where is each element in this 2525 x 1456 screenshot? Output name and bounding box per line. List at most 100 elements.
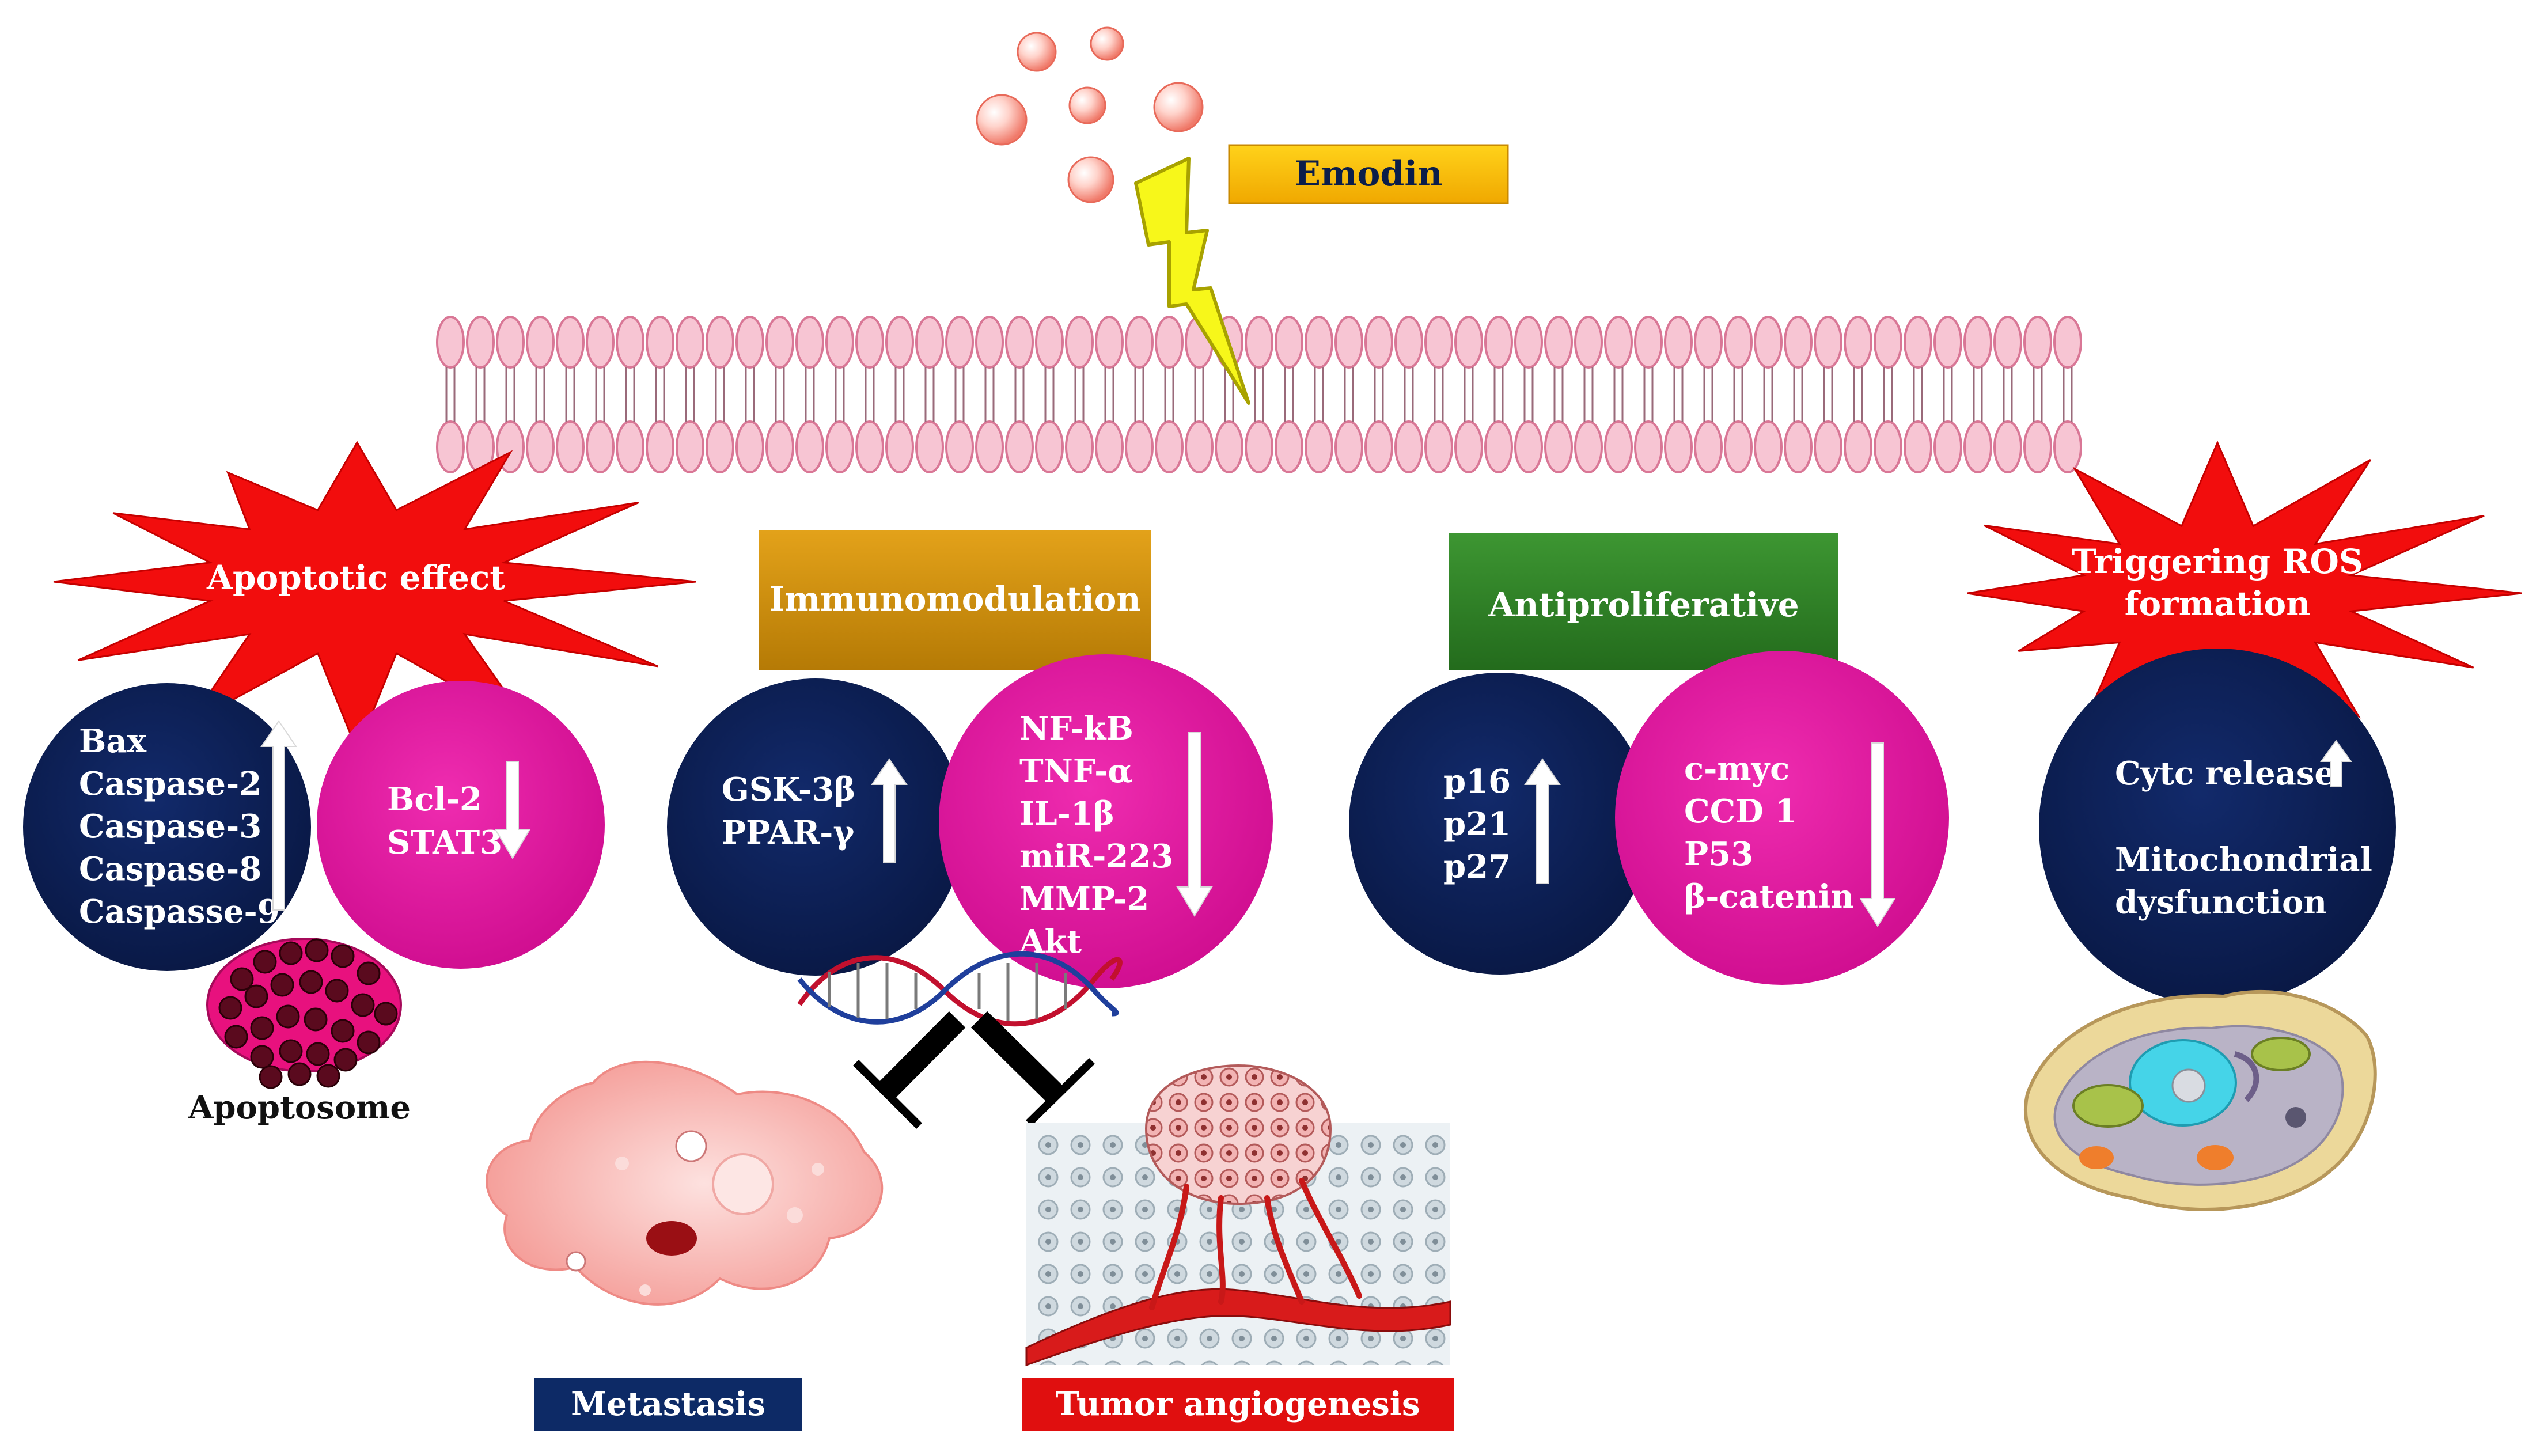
ros-label-line1: Triggering ROS bbox=[2072, 542, 2363, 581]
inhibition-arrows bbox=[853, 1011, 1095, 1129]
immuno-down-item: TNF-α bbox=[1019, 752, 1132, 790]
lipid-head bbox=[1694, 420, 1723, 473]
lipid-head bbox=[1454, 316, 1483, 369]
lipid-head bbox=[915, 316, 944, 369]
apoptotic-up-item: Caspase-3 bbox=[79, 807, 261, 845]
apoptotic-up-list: Bax Caspase-2 Caspase-3 Caspase-8 Caspas… bbox=[79, 722, 280, 931]
lipid-head bbox=[1484, 420, 1513, 473]
lipid-head bbox=[1963, 316, 1992, 369]
lipid-head bbox=[975, 316, 1004, 369]
antiprolif-upregulated-circle bbox=[1349, 673, 1651, 975]
immunomodulation-box bbox=[759, 530, 1151, 670]
apoptosome-particle bbox=[259, 1065, 283, 1089]
lightning-bolt-icon bbox=[1134, 157, 1250, 405]
lipid-head bbox=[825, 420, 854, 473]
lipid-head bbox=[1993, 316, 2022, 369]
lipid-head bbox=[1634, 420, 1663, 473]
lipid-head bbox=[735, 420, 764, 473]
apoptosome-particle bbox=[299, 970, 323, 994]
lipid-head bbox=[1245, 316, 1273, 369]
lipid-head bbox=[1604, 420, 1633, 473]
lipid-head bbox=[1095, 316, 1124, 369]
lipid-head bbox=[945, 420, 974, 473]
emodin-label: Emodin bbox=[1294, 154, 1443, 194]
lipid-head bbox=[616, 316, 644, 369]
apoptotic-down-item: Bcl-2 bbox=[387, 780, 482, 818]
apoptosome-particle bbox=[306, 1042, 330, 1066]
lipid-head bbox=[855, 420, 884, 473]
immuno-up-item: PPAR-γ bbox=[722, 814, 855, 852]
lipid-head bbox=[436, 420, 465, 473]
immuno-down-item: miR-223 bbox=[1019, 837, 1173, 875]
up-arrow-icon bbox=[871, 758, 908, 863]
lipid-head bbox=[915, 420, 944, 473]
lipid-head bbox=[1125, 420, 1154, 473]
lipid-head bbox=[1305, 420, 1333, 473]
lipid-head bbox=[1814, 420, 1842, 473]
emodin-label-box: Emodin bbox=[1228, 144, 1509, 204]
lipid-head bbox=[1005, 316, 1034, 369]
lipid-head bbox=[586, 420, 615, 473]
lipid-head bbox=[1065, 316, 1094, 369]
apoptosome-particle bbox=[218, 996, 242, 1020]
antiprolif-down-item: CCD 1 bbox=[1684, 793, 1797, 831]
lipid-head bbox=[616, 420, 644, 473]
cytc-release-label: Cytc release bbox=[2115, 754, 2335, 793]
apoptosome-particle bbox=[325, 979, 349, 1003]
lipid-head bbox=[1394, 316, 1423, 369]
lipid-head bbox=[1514, 316, 1543, 369]
lipid-head bbox=[646, 420, 674, 473]
immuno-down-item: NF-kB bbox=[1019, 710, 1133, 748]
lipid-head bbox=[1334, 420, 1363, 473]
apoptosome-particle bbox=[304, 1007, 328, 1032]
immunomodulation-group: Immunomodulation GSK-3β PPAR-γ NF-kB TNF… bbox=[667, 530, 1273, 988]
lipid-head bbox=[1634, 316, 1663, 369]
lipid-head bbox=[1364, 420, 1393, 473]
apoptosome-particle bbox=[374, 1002, 398, 1026]
lipid-head bbox=[1005, 420, 1034, 473]
apoptotic-upregulated-circle bbox=[23, 683, 311, 971]
lipid-head bbox=[1544, 316, 1573, 369]
antiprolif-up-item: p21 bbox=[1443, 805, 1511, 843]
lipid-head bbox=[975, 420, 1004, 473]
lipid-head bbox=[765, 316, 794, 369]
immuno-upregulated-circle bbox=[667, 678, 964, 976]
lipid-head bbox=[2023, 420, 2052, 473]
cell-illustration-icon bbox=[2023, 989, 2377, 1211]
lipid-head bbox=[1125, 316, 1154, 369]
lipid-head bbox=[735, 316, 764, 369]
lipid-head bbox=[586, 316, 615, 369]
lipid-head bbox=[795, 316, 824, 369]
lipid-head bbox=[1484, 316, 1513, 369]
apoptosome-particle bbox=[351, 993, 375, 1017]
apoptosome-particle bbox=[279, 1039, 303, 1063]
apoptotic-circles: Bax Caspase-2 Caspase-3 Caspase-8 Caspas… bbox=[23, 681, 605, 971]
lipid-head bbox=[1424, 420, 1453, 473]
lipid-head bbox=[676, 420, 704, 473]
metastatic-cell-icon bbox=[486, 1060, 884, 1306]
apoptosome-particle bbox=[250, 1045, 274, 1069]
lipid-head bbox=[765, 420, 794, 473]
lipid-head bbox=[1544, 420, 1573, 473]
antiprolif-down-item: β-catenin bbox=[1684, 878, 1854, 916]
lipid-head bbox=[1215, 420, 1243, 473]
lipid-head bbox=[1963, 420, 1992, 473]
antiprolif-up-item: p16 bbox=[1443, 763, 1511, 801]
apoptosome-particle bbox=[357, 1030, 381, 1055]
lipid-head bbox=[646, 316, 674, 369]
cell-membrane bbox=[436, 316, 2082, 473]
apoptotic-starburst: Apoptotic effect bbox=[53, 441, 696, 753]
apoptosome-particle bbox=[305, 938, 329, 962]
lipid-head bbox=[1814, 316, 1842, 369]
antiproliferative-group: Antiproliferative p16 p21 p27 c-myc CCD … bbox=[1349, 533, 1949, 985]
ros-circle bbox=[2039, 649, 2396, 1006]
apoptosome-particle bbox=[276, 1004, 300, 1029]
lipid-head bbox=[1095, 420, 1124, 473]
lipid-head bbox=[1364, 316, 1393, 369]
metastasis-label: Metastasis bbox=[571, 1385, 765, 1423]
lipid-head bbox=[1754, 316, 1783, 369]
apoptosome-particle bbox=[316, 1064, 340, 1088]
mitochondrial-label: Mitochondrial bbox=[2115, 841, 2372, 879]
lipid-head bbox=[1514, 420, 1543, 473]
metastasis-box: Metastasis bbox=[534, 1378, 802, 1431]
